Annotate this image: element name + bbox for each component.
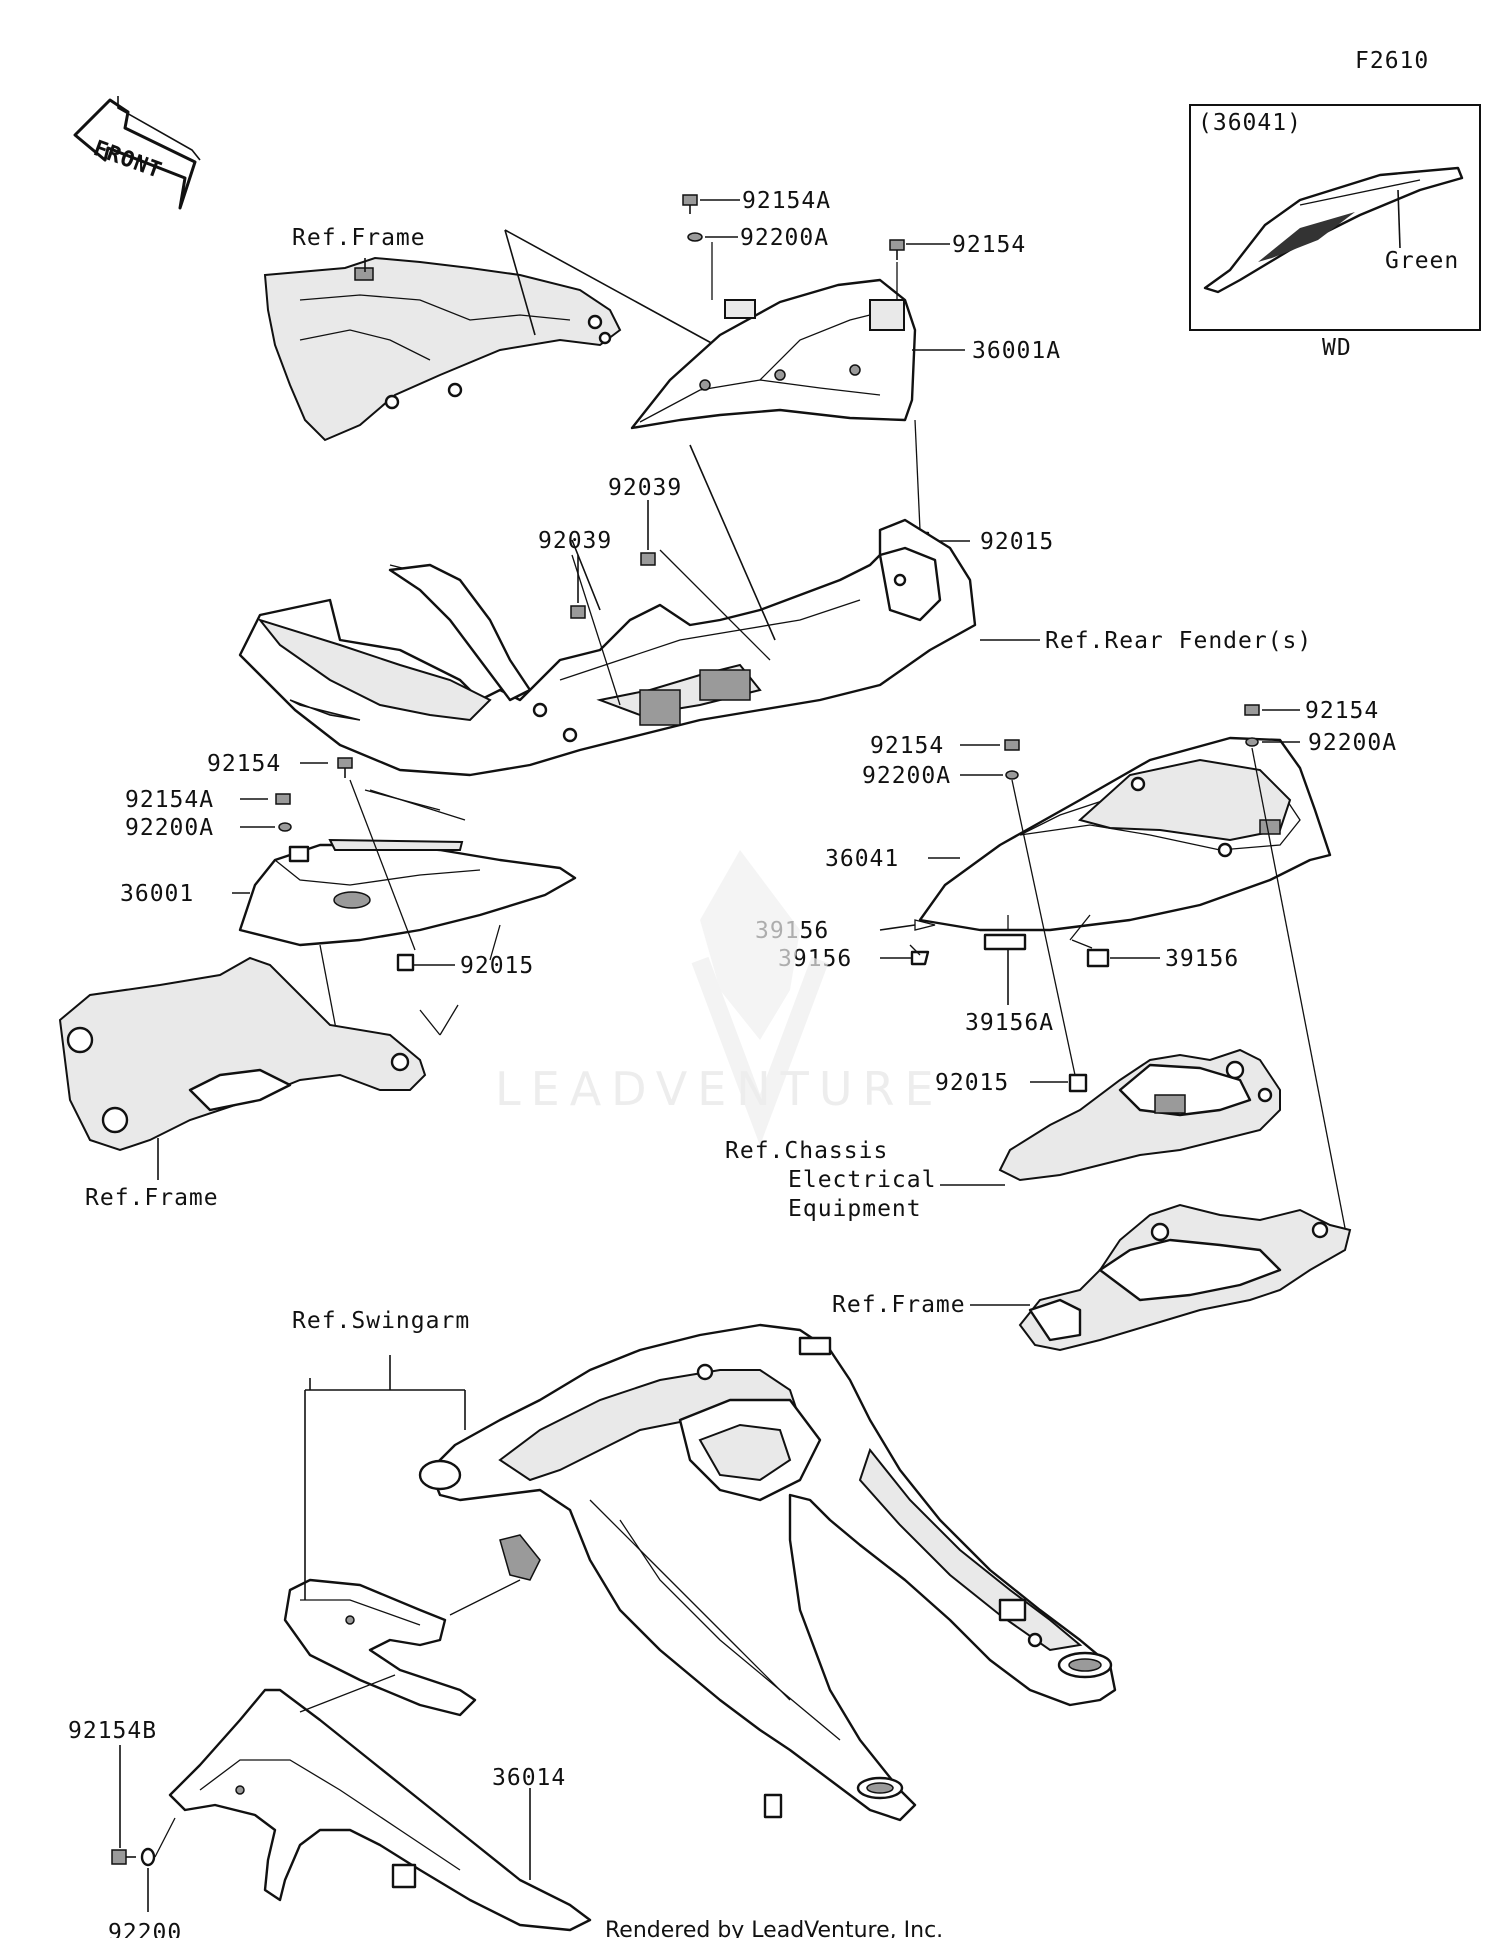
label-ref-swingarm: Ref.Swingarm bbox=[292, 1308, 470, 1334]
clip-icon bbox=[910, 950, 930, 966]
label-ref-chassis-3: Equipment bbox=[788, 1196, 922, 1222]
screw-icon bbox=[889, 239, 905, 260]
label-92200A-top: 92200A bbox=[740, 225, 829, 251]
screw-icon bbox=[337, 757, 353, 778]
label-ref-frame-left: Ref.Frame bbox=[85, 1185, 219, 1211]
label-ref-frame-right: Ref.Frame bbox=[832, 1292, 966, 1318]
label-92154B: 92154B bbox=[68, 1718, 157, 1744]
clip-icon bbox=[1086, 948, 1110, 968]
label-39156-c: 39156 bbox=[1165, 946, 1239, 972]
label-ref-rear-fender: Ref.Rear Fender(s) bbox=[1045, 628, 1312, 654]
label-36001A: 36001A bbox=[972, 338, 1061, 364]
ref-frame-top: Ref.Frame bbox=[292, 225, 426, 251]
figure-id: F2610 bbox=[1355, 48, 1429, 74]
grommet-icon bbox=[396, 953, 415, 972]
label-ref-chassis-2: Electrical bbox=[788, 1167, 936, 1193]
frame-top-left-part bbox=[263, 256, 622, 442]
washer-icon bbox=[1245, 737, 1259, 747]
clip-icon bbox=[914, 919, 936, 931]
chassis-electrical-part bbox=[998, 1048, 1281, 1182]
part-36001A-cover bbox=[630, 278, 917, 430]
label-sticker-icon bbox=[983, 933, 1027, 951]
screw-icon bbox=[1004, 739, 1020, 751]
label-92154A-left: 92154A bbox=[125, 787, 214, 813]
screw-icon bbox=[275, 793, 291, 805]
swingarm-part bbox=[418, 1323, 1117, 1822]
footer-credit: Rendered by LeadVenture, Inc. bbox=[605, 1918, 943, 1938]
label-92039-a: 92039 bbox=[538, 528, 612, 554]
front-arrow-icon: FRONT bbox=[73, 96, 201, 210]
label-92200A-right-mid: 92200A bbox=[862, 763, 951, 789]
label-92039-b: 92039 bbox=[608, 475, 682, 501]
washer-icon bbox=[140, 1847, 156, 1867]
screw-icon bbox=[570, 605, 586, 619]
label-ref-chassis-1: Ref.Chassis bbox=[725, 1138, 888, 1164]
frame-right-part bbox=[1018, 1203, 1352, 1352]
chain-guard-upper-part bbox=[283, 1578, 477, 1717]
label-36041: 36041 bbox=[825, 846, 899, 872]
label-92154A-top: 92154A bbox=[742, 188, 831, 214]
washer-icon bbox=[278, 822, 292, 832]
inset-part-ref: (36041) bbox=[1198, 110, 1302, 136]
screw-icon bbox=[640, 552, 656, 566]
screw-icon bbox=[682, 194, 698, 214]
washer-icon bbox=[687, 232, 703, 242]
label-92154-right-mid: 92154 bbox=[870, 733, 944, 759]
label-39156A: 39156A bbox=[965, 1010, 1054, 1036]
rear-fender-part bbox=[238, 518, 977, 777]
screw-icon bbox=[1244, 704, 1260, 716]
inset-box: (36041) Green WD bbox=[1189, 104, 1481, 361]
label-92015-left: 92015 bbox=[460, 953, 534, 979]
label-36001: 36001 bbox=[120, 881, 194, 907]
leadventure-watermark: LEADVENTURE bbox=[495, 850, 944, 1146]
washer-icon bbox=[1005, 770, 1019, 780]
screw-icon bbox=[111, 1849, 136, 1865]
inset-color-label: Green bbox=[1385, 248, 1459, 274]
label-92154-left: 92154 bbox=[207, 751, 281, 777]
grommet-icon bbox=[1068, 1073, 1088, 1093]
label-92154-top: 92154 bbox=[952, 232, 1026, 258]
part-36001-cover bbox=[238, 838, 577, 947]
part-36014-chain-guard bbox=[168, 1688, 592, 1932]
label-92200: 92200 bbox=[108, 1920, 182, 1938]
label-92015-right: 92015 bbox=[935, 1070, 1009, 1096]
label-92200A-right-top: 92200A bbox=[1308, 730, 1397, 756]
part-36041-cowl bbox=[918, 736, 1332, 932]
label-36014: 36014 bbox=[492, 1765, 566, 1791]
frame-left-part bbox=[58, 956, 427, 1152]
label-92015-top: 92015 bbox=[980, 529, 1054, 555]
label-92154-right-top: 92154 bbox=[1305, 698, 1379, 724]
watermark-text: LEADVENTURE bbox=[495, 1062, 944, 1116]
label-92200A-left: 92200A bbox=[125, 815, 214, 841]
inset-caption: WD bbox=[1322, 335, 1352, 361]
